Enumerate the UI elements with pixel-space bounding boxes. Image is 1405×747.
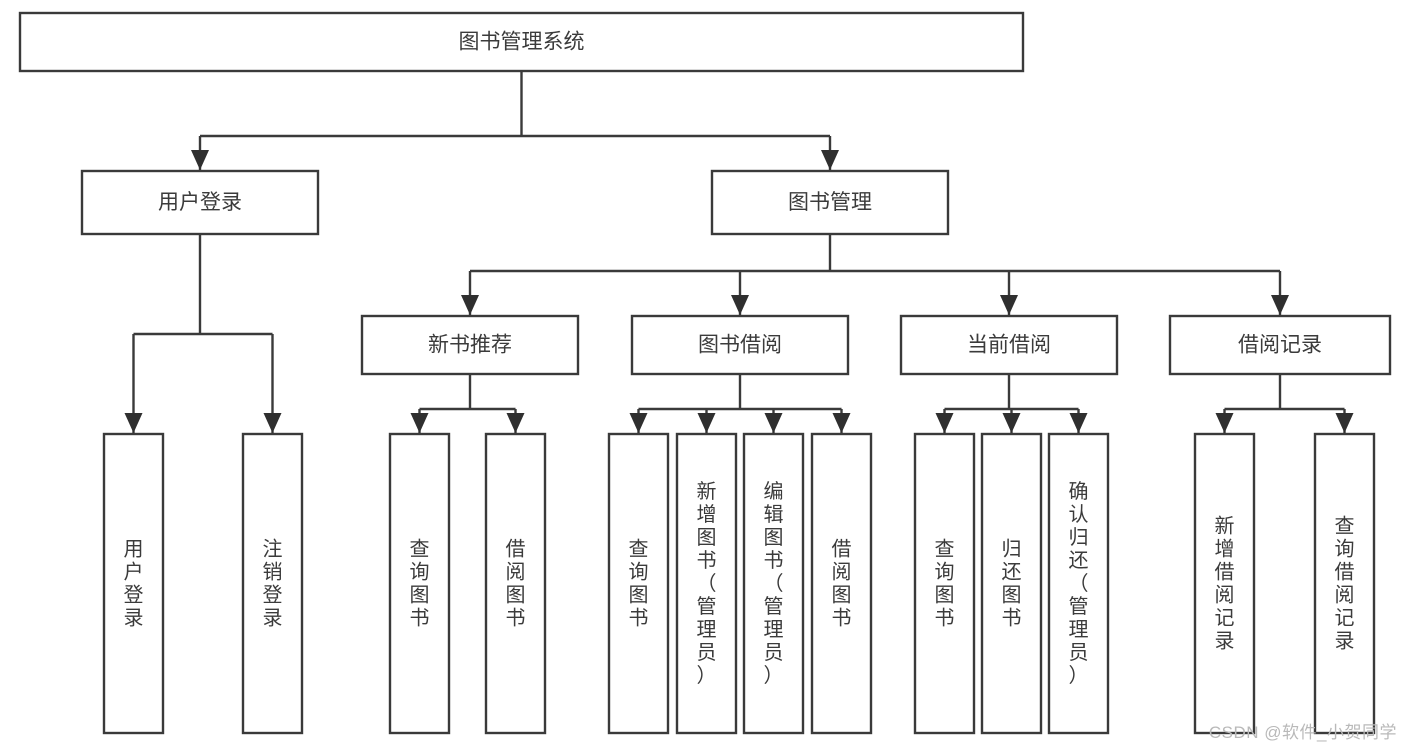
node-box bbox=[899, 314, 1119, 376]
node-current-borrow[interactable]: 当前借阅 bbox=[899, 314, 1119, 376]
arrow-head-icon bbox=[124, 413, 143, 433]
node-leaf-borrow-book-2[interactable]: 借阅图书 bbox=[810, 432, 873, 735]
node-leaf-borrow-book-1[interactable]: 借阅图书 bbox=[484, 432, 547, 735]
node-label: 归还图书 bbox=[1002, 537, 1022, 629]
node-box bbox=[102, 432, 165, 735]
arrow-head-icon bbox=[629, 413, 648, 433]
node-label: 查询图书 bbox=[410, 537, 430, 629]
node-leaf-query-book-3[interactable]: 查询图书 bbox=[913, 432, 976, 735]
node-box bbox=[18, 11, 1025, 73]
arrow-head-icon bbox=[697, 413, 716, 433]
arrow-head-icon bbox=[1002, 413, 1021, 433]
node-label: 编辑图书（管理员） bbox=[764, 480, 784, 687]
arrow-head-icon bbox=[461, 295, 479, 315]
arrow-head-icon bbox=[1215, 413, 1234, 433]
arrow-head-icon bbox=[191, 150, 209, 170]
node-box bbox=[388, 432, 451, 735]
node-label: 图书管理 bbox=[788, 191, 872, 214]
arrow-head-icon bbox=[832, 413, 851, 433]
node-box bbox=[360, 314, 580, 376]
node-box bbox=[1193, 432, 1256, 735]
node-box bbox=[1047, 432, 1110, 735]
node-leaf-query-book-1[interactable]: 查询图书 bbox=[388, 432, 451, 735]
arrow-head-icon bbox=[410, 413, 429, 433]
node-label: 图书管理系统 bbox=[459, 31, 585, 54]
node-label: 注销登录 bbox=[263, 537, 283, 629]
node-box bbox=[675, 432, 738, 735]
node-new-book-rec[interactable]: 新书推荐 bbox=[360, 314, 580, 376]
node-leaf-query-record[interactable]: 查询借阅记录 bbox=[1313, 432, 1376, 735]
node-box bbox=[630, 314, 850, 376]
arrow-head-icon bbox=[731, 295, 749, 315]
node-leaf-confirm-return[interactable]: 确认归还（管理员） bbox=[1047, 432, 1110, 735]
node-box bbox=[980, 432, 1043, 735]
arrow-head-icon bbox=[1069, 413, 1088, 433]
arrow-head-icon bbox=[1335, 413, 1354, 433]
node-leaf-query-book-2[interactable]: 查询图书 bbox=[607, 432, 670, 735]
node-leaf-add-book[interactable]: 新增图书（管理员） bbox=[675, 432, 738, 735]
node-label: 借阅图书 bbox=[506, 537, 526, 629]
node-label: 新增图书（管理员） bbox=[697, 480, 717, 687]
node-label: 查询图书 bbox=[629, 537, 649, 629]
arrow-head-icon bbox=[821, 150, 839, 170]
node-label: 确认归还（管理员） bbox=[1069, 480, 1089, 687]
connectors-layer bbox=[124, 71, 1354, 433]
node-label: 查询借阅记录 bbox=[1335, 514, 1355, 652]
node-box bbox=[80, 169, 320, 236]
node-box bbox=[607, 432, 670, 735]
node-box bbox=[710, 169, 950, 236]
node-label: 借阅图书 bbox=[832, 537, 852, 629]
node-box bbox=[742, 432, 805, 735]
nodes-layer: 图书管理系统用户登录图书管理新书推荐图书借阅当前借阅借阅记录用户登录注销登录查询… bbox=[18, 11, 1392, 735]
node-box bbox=[1168, 314, 1392, 376]
arrow-head-icon bbox=[935, 413, 954, 433]
node-box bbox=[810, 432, 873, 735]
node-user-login[interactable]: 用户登录 bbox=[80, 169, 320, 236]
node-box bbox=[484, 432, 547, 735]
node-leaf-return-book[interactable]: 归还图书 bbox=[980, 432, 1043, 735]
node-label: 新书推荐 bbox=[428, 334, 512, 357]
arrow-head-icon bbox=[263, 413, 282, 433]
node-leaf-add-record[interactable]: 新增借阅记录 bbox=[1193, 432, 1256, 735]
arrow-head-icon bbox=[1271, 295, 1289, 315]
node-box bbox=[241, 432, 304, 735]
arrow-head-icon bbox=[506, 413, 525, 433]
node-leaf-logout[interactable]: 注销登录 bbox=[241, 432, 304, 735]
node-label: 当前借阅 bbox=[967, 334, 1051, 357]
node-leaf-edit-book[interactable]: 编辑图书（管理员） bbox=[742, 432, 805, 735]
node-leaf-user-login[interactable]: 用户登录 bbox=[102, 432, 165, 735]
node-label: 用户登录 bbox=[124, 538, 144, 629]
arrow-head-icon bbox=[764, 413, 783, 433]
node-label: 借阅记录 bbox=[1238, 334, 1322, 357]
node-box bbox=[913, 432, 976, 735]
node-label: 图书借阅 bbox=[698, 334, 782, 357]
node-root[interactable]: 图书管理系统 bbox=[18, 11, 1025, 73]
node-book-manage[interactable]: 图书管理 bbox=[710, 169, 950, 236]
node-label: 新增借阅记录 bbox=[1215, 514, 1235, 652]
node-book-borrow[interactable]: 图书借阅 bbox=[630, 314, 850, 376]
node-label: 用户登录 bbox=[158, 191, 242, 214]
node-label: 查询图书 bbox=[935, 537, 955, 629]
node-box bbox=[1313, 432, 1376, 735]
arrow-head-icon bbox=[1000, 295, 1018, 315]
node-borrow-record[interactable]: 借阅记录 bbox=[1168, 314, 1392, 376]
